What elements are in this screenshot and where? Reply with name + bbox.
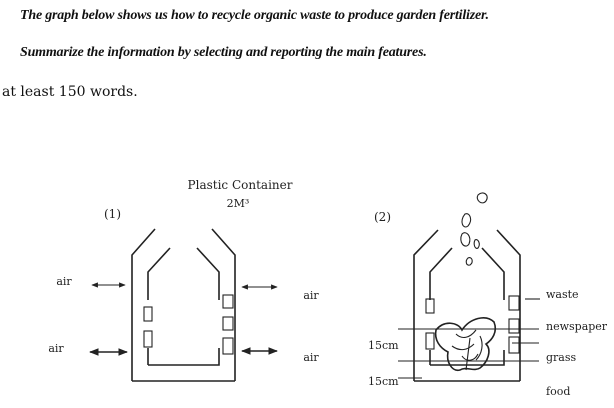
falling-waste — [460, 192, 488, 266]
panel-2-label: (2) — [374, 210, 391, 224]
measure-label-top: 15cm — [368, 339, 399, 352]
prompt-line-1: The graph below shows us how to recycle … — [20, 8, 489, 23]
panel-1-label: (1) — [104, 207, 121, 221]
air-label-right-top: air — [303, 289, 319, 302]
layer-label-grass: grass — [546, 351, 577, 364]
container-2 — [413, 229, 521, 382]
air-label-left-top: air — [56, 275, 72, 288]
container-volume: 2M³ — [227, 197, 250, 210]
measure-label-bottom: 15cm — [368, 375, 399, 388]
air-label-left-bottom: air — [48, 342, 64, 355]
air-flow-1: air air air air — [48, 275, 319, 364]
layer-lines — [398, 298, 540, 379]
layer-label-food: food — [546, 385, 570, 398]
air-label-right-bottom: air — [303, 351, 319, 364]
layer-label-waste: waste — [546, 288, 579, 301]
container-1 — [131, 228, 236, 382]
prompt-line-2: Summarize the information by selecting a… — [20, 45, 427, 60]
compost-pile — [434, 317, 497, 372]
word-limit: at least 150 words. — [2, 84, 138, 100]
layer-label-newspaper: newspaper — [546, 320, 608, 333]
container-title: Plastic Container — [188, 178, 293, 192]
